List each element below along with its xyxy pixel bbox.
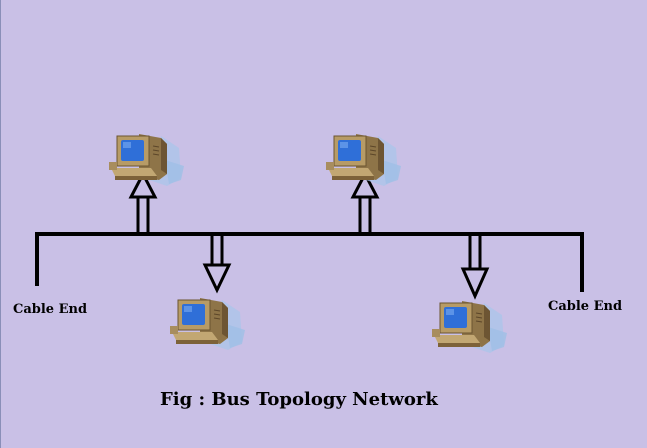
desktop-computer-icon xyxy=(431,300,508,354)
bus-cable xyxy=(35,232,584,292)
arrow-up-left xyxy=(128,170,158,234)
cable-end-left-label: Cable End xyxy=(13,302,88,317)
desktop-computer-icon xyxy=(108,133,185,187)
computer-top-right xyxy=(325,133,402,187)
computer-top-left xyxy=(108,133,185,187)
arrow-down-right xyxy=(460,234,490,300)
cable-end-right-label: Cable End xyxy=(548,299,623,314)
desktop-computer-icon xyxy=(325,133,402,187)
left-border xyxy=(0,0,1,448)
arrow-up-right xyxy=(350,170,380,234)
computer-bottom-right xyxy=(431,300,508,354)
arrow-down-left xyxy=(202,234,232,294)
computer-bottom-left xyxy=(169,297,246,351)
figure-caption: Fig : Bus Topology Network xyxy=(160,389,438,410)
desktop-computer-icon xyxy=(169,297,246,351)
